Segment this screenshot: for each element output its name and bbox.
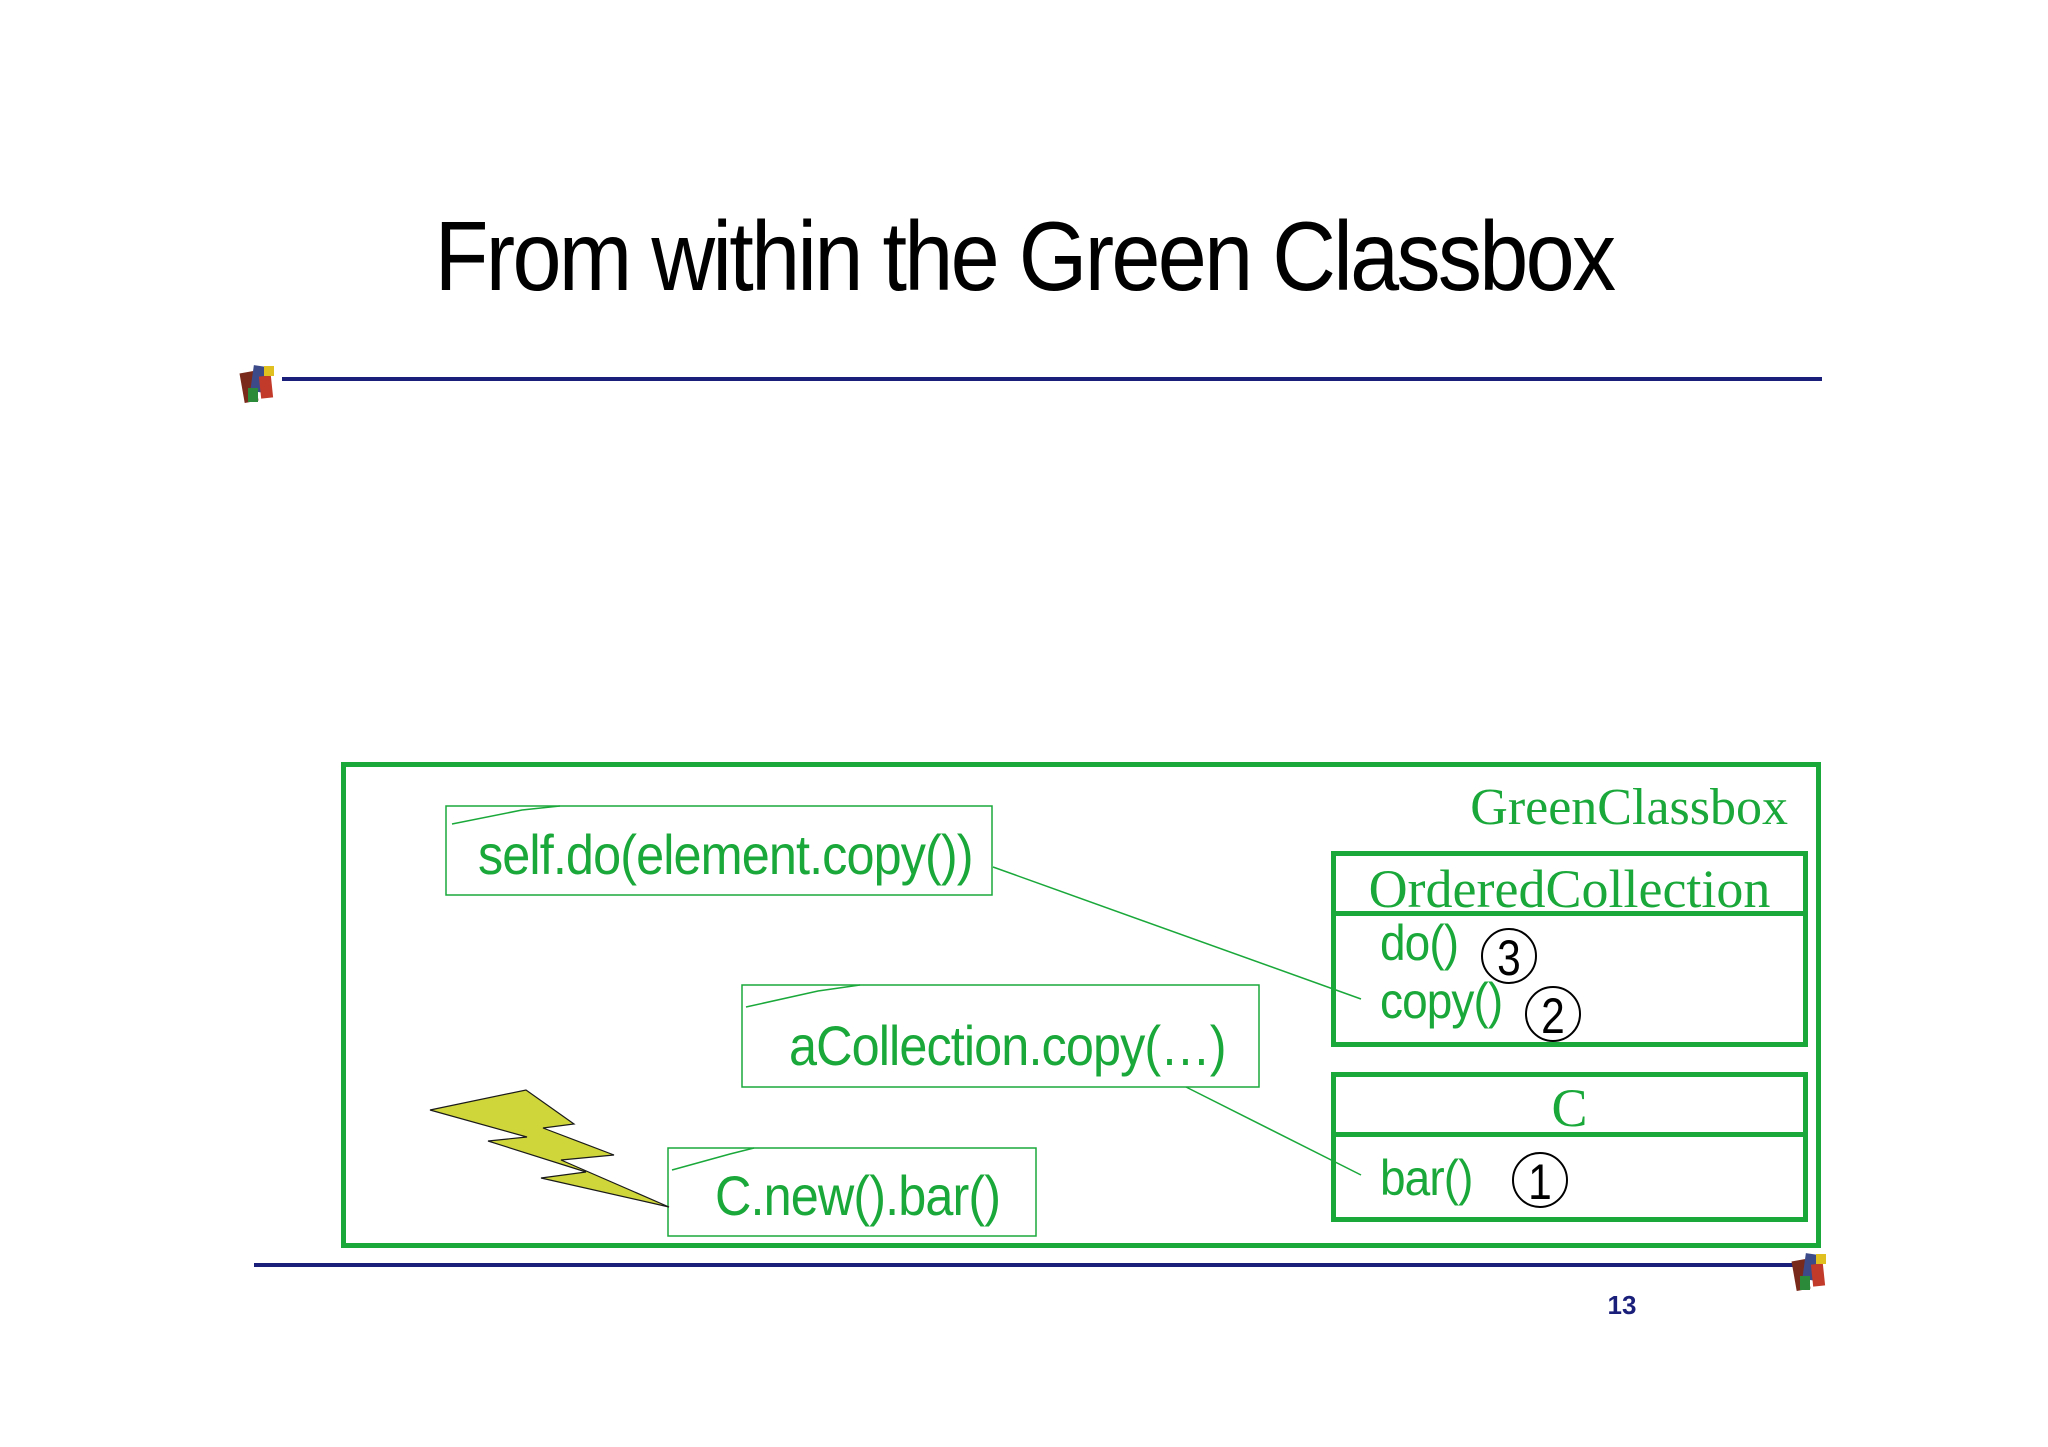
note-text-self-do: self.do(element.copy()) bbox=[478, 823, 974, 886]
logo-icon bbox=[238, 362, 280, 406]
class-divider bbox=[1336, 1132, 1803, 1137]
page-number: 13 bbox=[1607, 1290, 1637, 1320]
connector-line bbox=[992, 866, 1362, 1000]
method-copy: copy() bbox=[1380, 973, 1503, 1029]
step-badge-3: 3 bbox=[1481, 928, 1537, 986]
class-name-ordered-collection: OrderedCollection bbox=[1368, 859, 1771, 919]
step-number: 1 bbox=[1528, 1154, 1552, 1210]
class-c: C bbox=[1331, 1072, 1808, 1222]
logo-icon bbox=[1790, 1250, 1832, 1294]
class-name-c: C bbox=[1551, 1078, 1588, 1138]
note-box-self-do bbox=[445, 805, 993, 896]
method-do: do() bbox=[1380, 915, 1459, 971]
step-number: 2 bbox=[1541, 988, 1565, 1044]
note-text-acollection-copy: aCollection.copy(…) bbox=[789, 1014, 1227, 1077]
slide-title: From within the Green Classbox bbox=[434, 201, 1616, 311]
class-divider bbox=[1336, 911, 1803, 916]
step-number: 3 bbox=[1497, 930, 1521, 986]
step-badge-1: 1 bbox=[1512, 1152, 1568, 1210]
step-badge-2: 2 bbox=[1525, 986, 1581, 1044]
bottom-rule bbox=[254, 1263, 1794, 1267]
note-box-acollection-copy bbox=[741, 984, 1260, 1088]
connector-line bbox=[1185, 1086, 1362, 1176]
classbox-label: GreenClassbox bbox=[1470, 779, 1788, 836]
lightning-bolt-icon bbox=[429, 1089, 670, 1208]
method-bar: bar() bbox=[1380, 1150, 1473, 1206]
note-box-c-new-bar bbox=[667, 1147, 1037, 1237]
top-rule bbox=[282, 377, 1822, 381]
note-text-c-new-bar: C.new().bar() bbox=[715, 1164, 1001, 1227]
